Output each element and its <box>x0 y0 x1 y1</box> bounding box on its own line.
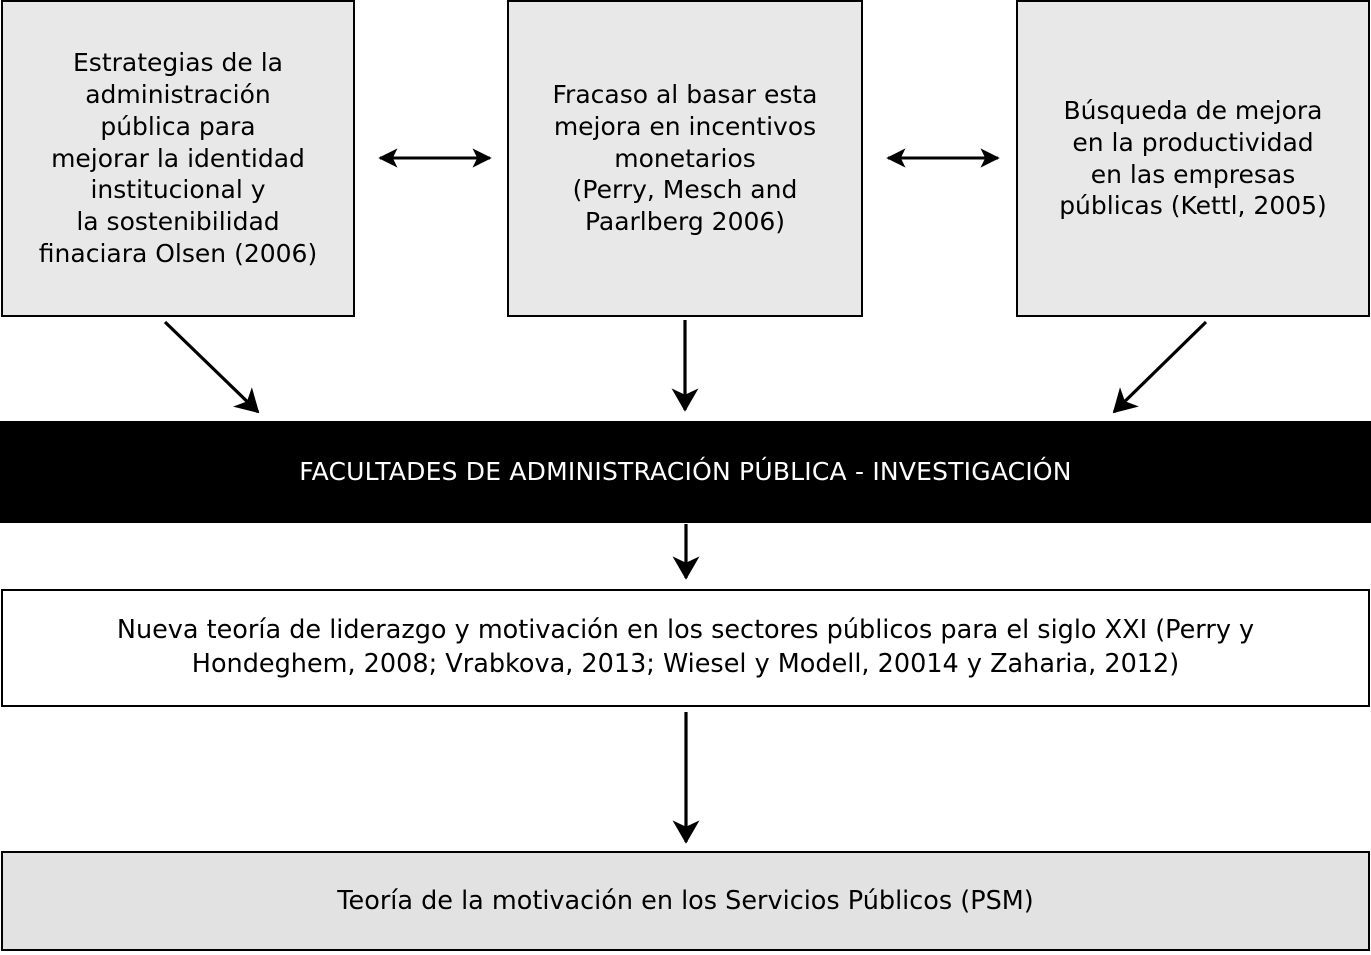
node-nueva-teoria-liderazgo-motivacion: Nueva teoría de liderazgo y motivación e… <box>1 589 1370 707</box>
node-busqueda-label: Búsqueda de mejora en la productividad e… <box>1059 96 1327 221</box>
node-teoria-motivacion-servicios-publicos: Teoría de la motivación en los Servicios… <box>1 851 1370 951</box>
connector-estrategias-to-facultades <box>163 320 260 414</box>
node-psm-label: Teoría de la motivación en los Servicios… <box>337 885 1034 916</box>
node-nueva-teoria-label: Nueva teoría de liderazgo y motivación e… <box>116 615 1255 679</box>
banner-facultades-administracion-publica: FACULTADES DE ADMINISTRACIÓN PÚBLICA - I… <box>0 421 1371 523</box>
node-fracaso-label: Fracaso al basar esta mejora en incentiv… <box>552 80 818 237</box>
node-estrategias-administracion-publica: Estrategias de la administración pública… <box>1 0 355 317</box>
node-estrategias-label: Estrategias de la administración pública… <box>38 48 318 268</box>
connector-busqueda-to-facultades <box>1112 320 1208 414</box>
banner-facultades-label: FACULTADES DE ADMINISTRACIÓN PÚBLICA - I… <box>299 457 1072 487</box>
node-fracaso-incentivos-monetarios: Fracaso al basar esta mejora en incentiv… <box>507 0 863 317</box>
node-busqueda-mejora-productividad: Búsqueda de mejora en la productividad e… <box>1016 0 1370 317</box>
